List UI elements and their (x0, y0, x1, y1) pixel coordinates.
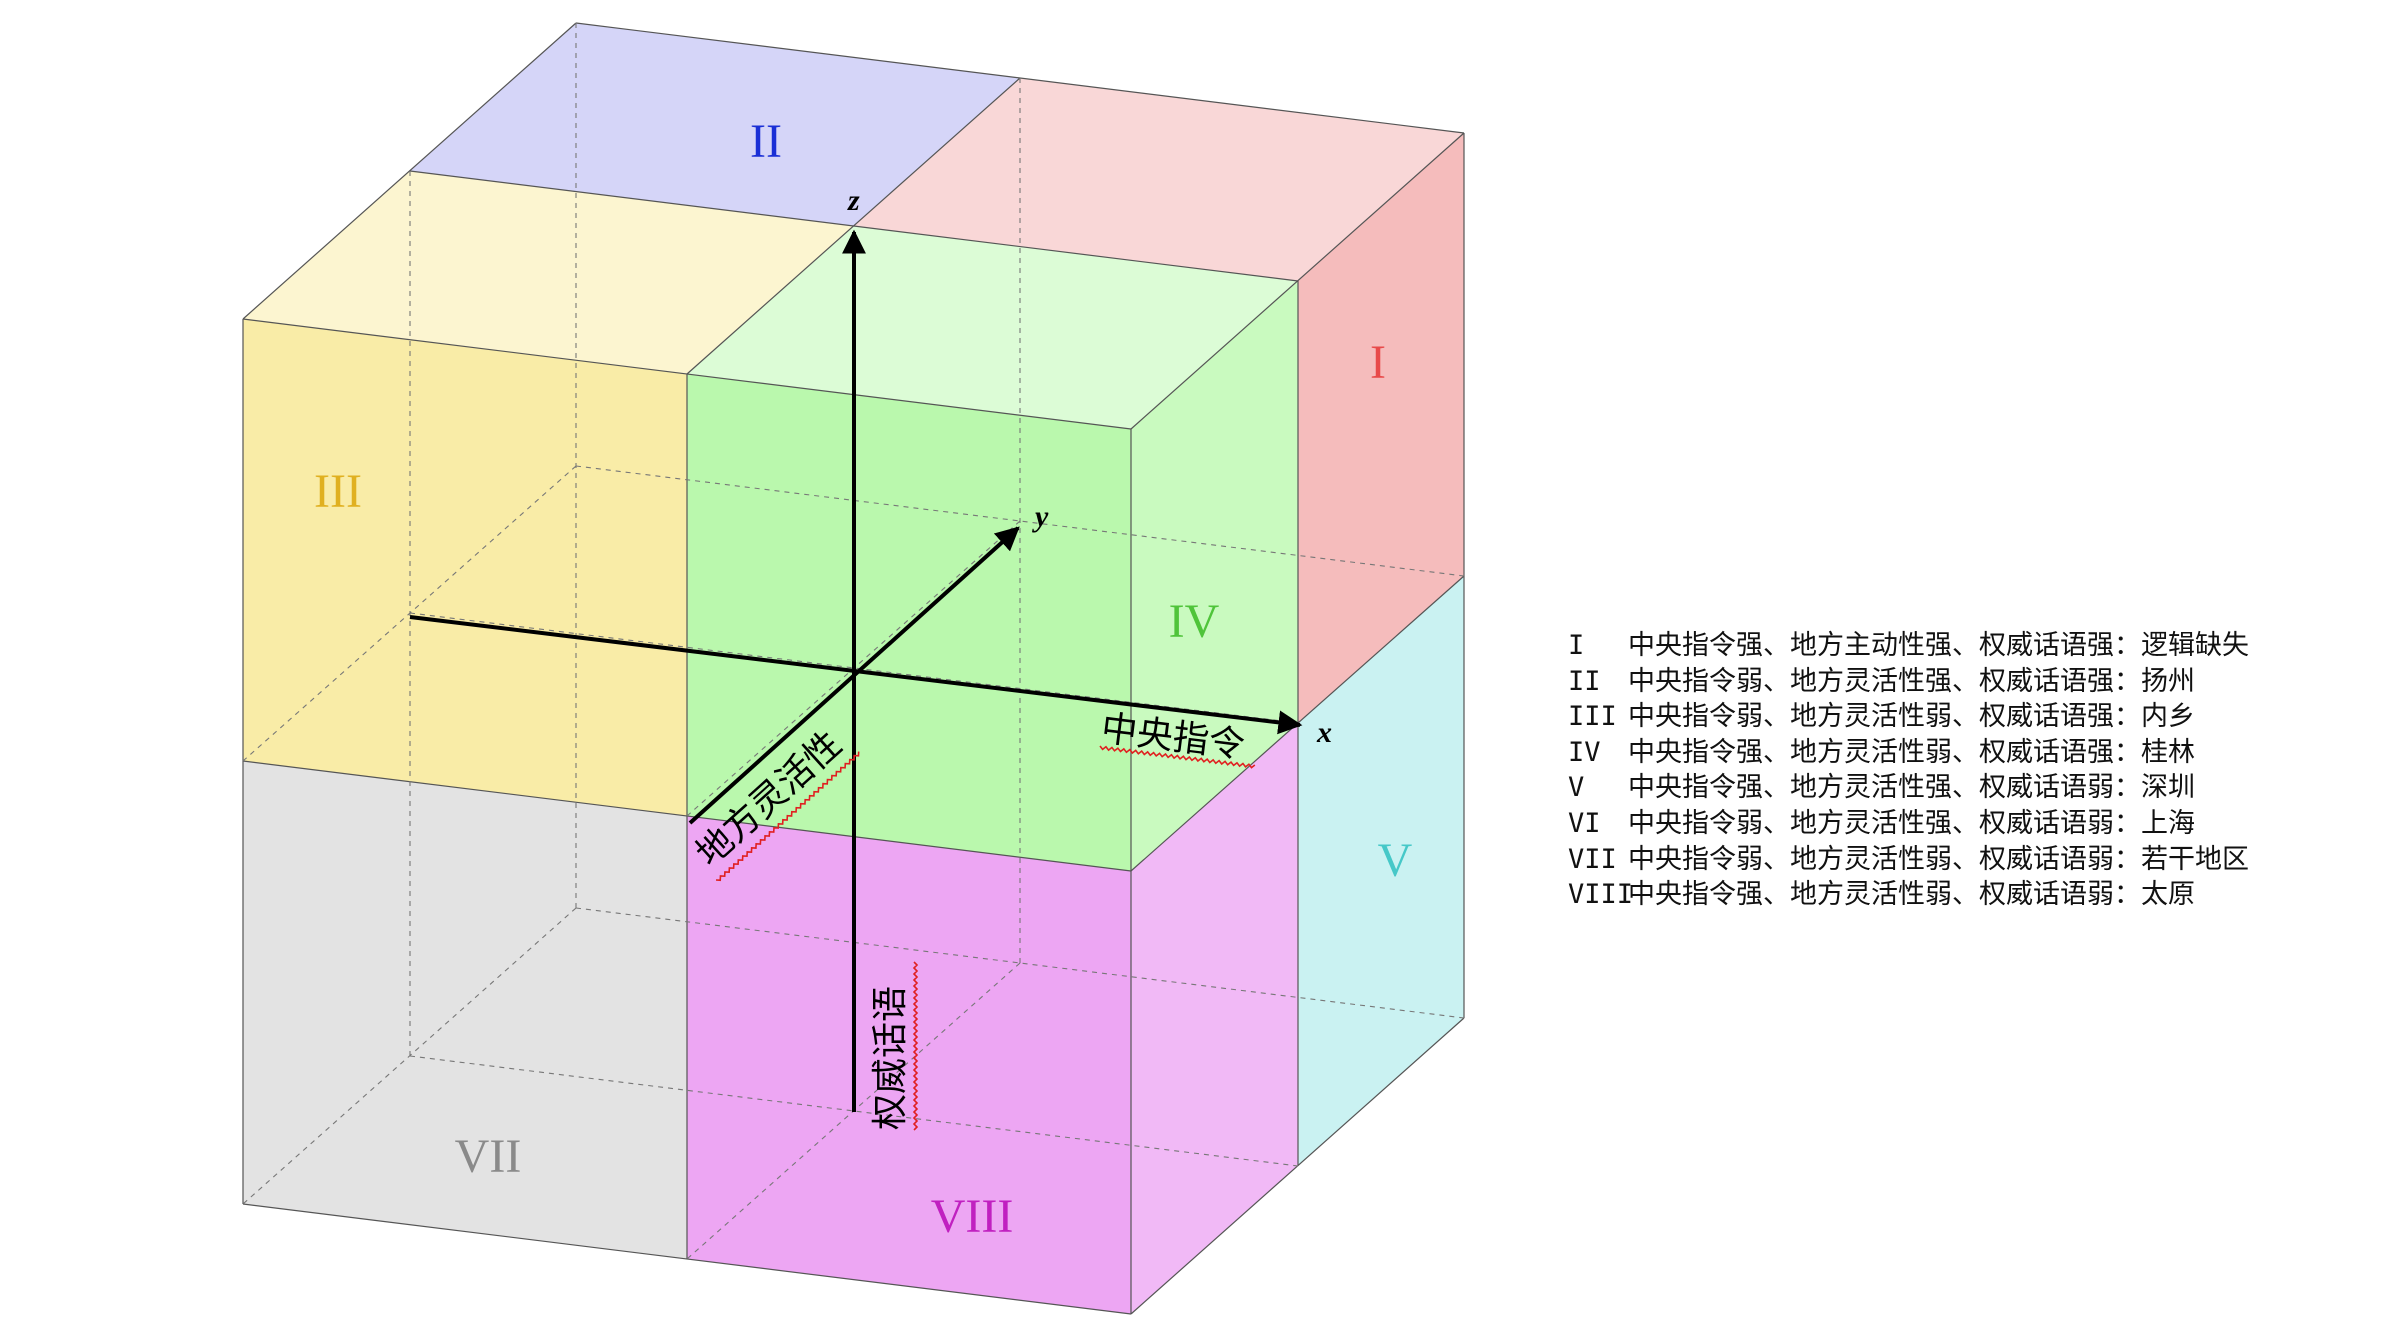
legend-text: 中央指令弱、地方灵活性强、权威话语强：扬州 (1628, 665, 2195, 697)
region-numeral-V: V (1378, 834, 1413, 887)
region-numeral-I: I (1370, 336, 1386, 389)
legend-numeral: I (1568, 630, 1585, 661)
region-III-front (243, 319, 687, 816)
legend-numeral: IV (1568, 736, 1601, 768)
region-I-top (854, 78, 1464, 281)
legend: I 中央指令强、地方主动性强、权威话语强：逻辑缺失 II 中央指令弱、地方灵活性强、权… (1568, 628, 2249, 913)
y-axis-letter: y (1032, 500, 1049, 533)
edge-10 (686, 77, 1021, 375)
region-I-right (1298, 133, 1464, 723)
x-axis-name-underline (1099, 745, 1256, 769)
region-numeral-VII: VII (455, 1130, 522, 1183)
cube-edges (242, 22, 1465, 1315)
legend-item: II 中央指令弱、地方灵活性强、权威话语强：扬州 (1568, 664, 2249, 700)
x-axis-letter: x (1316, 716, 1332, 749)
z-axis-letter: z (847, 184, 860, 217)
region-II-top (410, 23, 1020, 226)
legend-text: 中央指令弱、地方灵活性弱、权威话语强：内乡 (1628, 701, 2195, 733)
legend-text: 中央指令强、地方灵活性弱、权威话语弱：太原 (1628, 879, 2195, 911)
legend-text: 中央指令强、地方主动性强、权威话语强：逻辑缺失 (1628, 630, 2249, 661)
legend-numeral: VII (1568, 843, 1617, 875)
legend-item: VII 中央指令弱、地方灵活性弱、权威话语弱：若干地区 (1568, 842, 2249, 878)
region-numeral-II: II (750, 115, 782, 168)
z-axis-name: 权威话语 (870, 986, 911, 1130)
legend-text: 中央指令弱、地方灵活性弱、权威话语弱：若干地区 (1628, 843, 2249, 875)
region-VII-front (243, 761, 687, 1259)
legend-text: 中央指令弱、地方灵活性强、权威话语弱：上海 (1628, 807, 2195, 839)
region-numeral-III: III (314, 465, 362, 518)
region-V-right (1298, 576, 1464, 1166)
legend-text: 中央指令强、地方灵活性强、权威话语弱：深圳 (1628, 772, 2195, 804)
region-VIII-right (1131, 723, 1298, 1314)
legend-item: III 中央指令弱、地方灵活性弱、权威话语强：内乡 (1568, 699, 2249, 735)
legend-numeral: VI (1568, 807, 1601, 839)
legend-item: IV 中央指令强、地方灵活性弱、权威话语强：桂林 (1568, 735, 2249, 771)
legend-item: VIII中央指令强、地方灵活性弱、权威话语弱：太原 (1568, 877, 2249, 913)
legend-numeral: II (1568, 665, 1601, 697)
z-axis-name-underline (912, 961, 919, 1131)
region-III-top (243, 171, 854, 374)
legend-numeral: III (1568, 701, 1617, 733)
legend-item: V 中央指令强、地方灵活性强、权威话语弱：深圳 (1568, 770, 2249, 806)
region-IV-right (1131, 281, 1298, 871)
legend-text: 中央指令强、地方灵活性弱、权威话语强：桂林 (1628, 736, 2195, 768)
y-axis-name-underline (715, 751, 860, 882)
region-numeral-IV: IV (1169, 595, 1220, 648)
legend-item: I 中央指令强、地方主动性强、权威话语强：逻辑缺失 (1568, 628, 2249, 664)
region-IV-top (687, 226, 1298, 429)
legend-numeral: VIII (1568, 879, 1634, 911)
region-numeral-VIII: VIII (931, 1190, 1014, 1243)
legend-numeral: V (1568, 772, 1585, 804)
hidden-edge-8 (242, 465, 577, 762)
legend-item: VI 中央指令弱、地方灵活性强、权威话语弱：上海 (1568, 806, 2249, 842)
